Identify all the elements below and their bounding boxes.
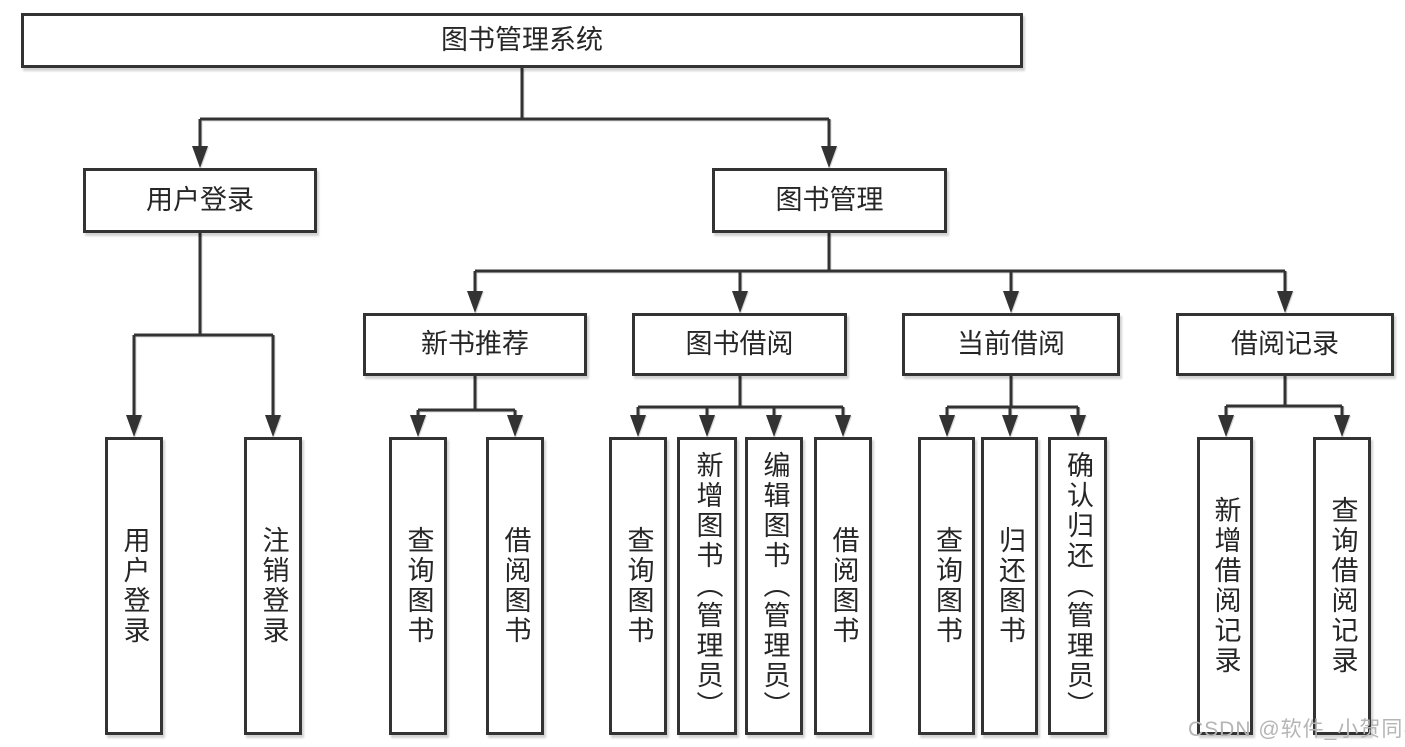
leaf-add-borrow-record: 新增借阅记录 xyxy=(1197,437,1253,735)
arrowhead-icon xyxy=(821,146,837,168)
connector-user-login-branch xyxy=(132,233,275,419)
leaf-return-books-label: 归还图书 xyxy=(995,526,1025,646)
leaf-logout: 注销登录 xyxy=(244,437,302,735)
leaf-edit-books-admin: 编辑图书（管理员） xyxy=(745,437,803,735)
leaf-add-books-admin-label: 新增图书（管理员） xyxy=(692,451,723,721)
node-borrowing-records-label: 借阅记录 xyxy=(1231,329,1339,359)
leaf-logout-label: 注销登录 xyxy=(258,526,289,646)
connector-new-books-branch xyxy=(416,376,517,419)
node-current-borrowing-label: 当前借阅 xyxy=(957,329,1065,359)
leaf-borrow-books: 借阅图书 xyxy=(814,437,872,735)
arrowhead-icon xyxy=(1277,291,1293,313)
arrowhead-icon xyxy=(1218,415,1234,437)
leaf-user-login: 用户登录 xyxy=(105,437,163,735)
node-book-borrowing-label: 图书借阅 xyxy=(685,329,794,359)
leaf-query-books-current: 查询图书 xyxy=(918,437,975,735)
leaf-add-books-admin: 新增图书（管理员） xyxy=(677,437,737,735)
leaf-return-books: 归还图书 xyxy=(981,437,1038,735)
node-book-borrowing: 图书借阅 xyxy=(632,313,847,376)
leaf-query-borrow-record-label: 查询借阅记录 xyxy=(1327,496,1358,676)
node-root-system: 图书管理系统 xyxy=(21,13,1023,68)
leaf-query-borrow-record: 查询借阅记录 xyxy=(1313,437,1371,735)
leaf-user-login-label: 用户登录 xyxy=(119,526,150,646)
node-book-management: 图书管理 xyxy=(712,168,947,233)
connector-book-mgmt-branch xyxy=(473,233,1287,295)
leaf-query-books-recommend-label: 查询图书 xyxy=(403,526,434,646)
arrowhead-icon xyxy=(1070,415,1086,437)
arrowhead-icon xyxy=(630,415,646,437)
node-user-login: 用户登录 xyxy=(83,168,317,233)
node-book-management-label: 图书管理 xyxy=(775,185,884,215)
arrowhead-icon xyxy=(732,291,748,313)
leaf-query-books-current-label: 查询图书 xyxy=(932,526,962,646)
arrowhead-icon xyxy=(467,291,483,313)
leaf-query-books-borrowing-label: 查询图书 xyxy=(623,526,654,646)
arrowhead-icon xyxy=(265,415,281,437)
node-borrowing-records: 借阅记录 xyxy=(1176,313,1394,376)
connector-current-borrow-branch xyxy=(945,376,1080,419)
arrowhead-icon xyxy=(939,415,955,437)
arrowhead-icon xyxy=(126,415,142,437)
node-user-login-label: 用户登录 xyxy=(146,185,254,215)
connector-borrow-records-branch xyxy=(1224,376,1344,419)
leaf-borrow-books-label: 借阅图书 xyxy=(828,526,859,646)
leaf-query-books-recommend: 查询图书 xyxy=(389,437,447,735)
arrowhead-icon xyxy=(507,415,523,437)
leaf-query-books-borrowing: 查询图书 xyxy=(609,437,667,735)
node-new-book-recommend: 新书推荐 xyxy=(363,313,587,376)
node-new-book-recommend-label: 新书推荐 xyxy=(421,329,529,359)
arrowhead-icon xyxy=(1003,291,1019,313)
leaf-borrow-books-recommend-label: 借阅图书 xyxy=(500,526,531,646)
leaf-edit-books-admin-label: 编辑图书（管理员） xyxy=(759,451,790,721)
arrowhead-icon xyxy=(410,415,426,437)
arrowhead-icon xyxy=(699,415,715,437)
csdn-watermark: CSDN @软件_小贺同学 xyxy=(1188,718,1405,741)
leaf-borrow-books-recommend: 借阅图书 xyxy=(486,437,544,735)
node-root-system-label: 图书管理系统 xyxy=(441,25,603,55)
connector-book-borrow-branch xyxy=(636,376,845,419)
connector-root-to-level2 xyxy=(198,68,831,150)
arrowhead-icon xyxy=(192,146,208,168)
arrowhead-icon xyxy=(766,415,782,437)
leaf-confirm-return-admin: 确认归还（管理员） xyxy=(1048,437,1107,735)
leaf-add-borrow-record-label: 新增借阅记录 xyxy=(1210,496,1241,676)
leaf-confirm-return-admin-label: 确认归还（管理员） xyxy=(1063,451,1093,721)
arrowhead-icon xyxy=(835,415,851,437)
arrowhead-icon xyxy=(1002,415,1018,437)
arrowhead-icon xyxy=(1334,415,1350,437)
node-current-borrowing: 当前借阅 xyxy=(902,313,1120,376)
